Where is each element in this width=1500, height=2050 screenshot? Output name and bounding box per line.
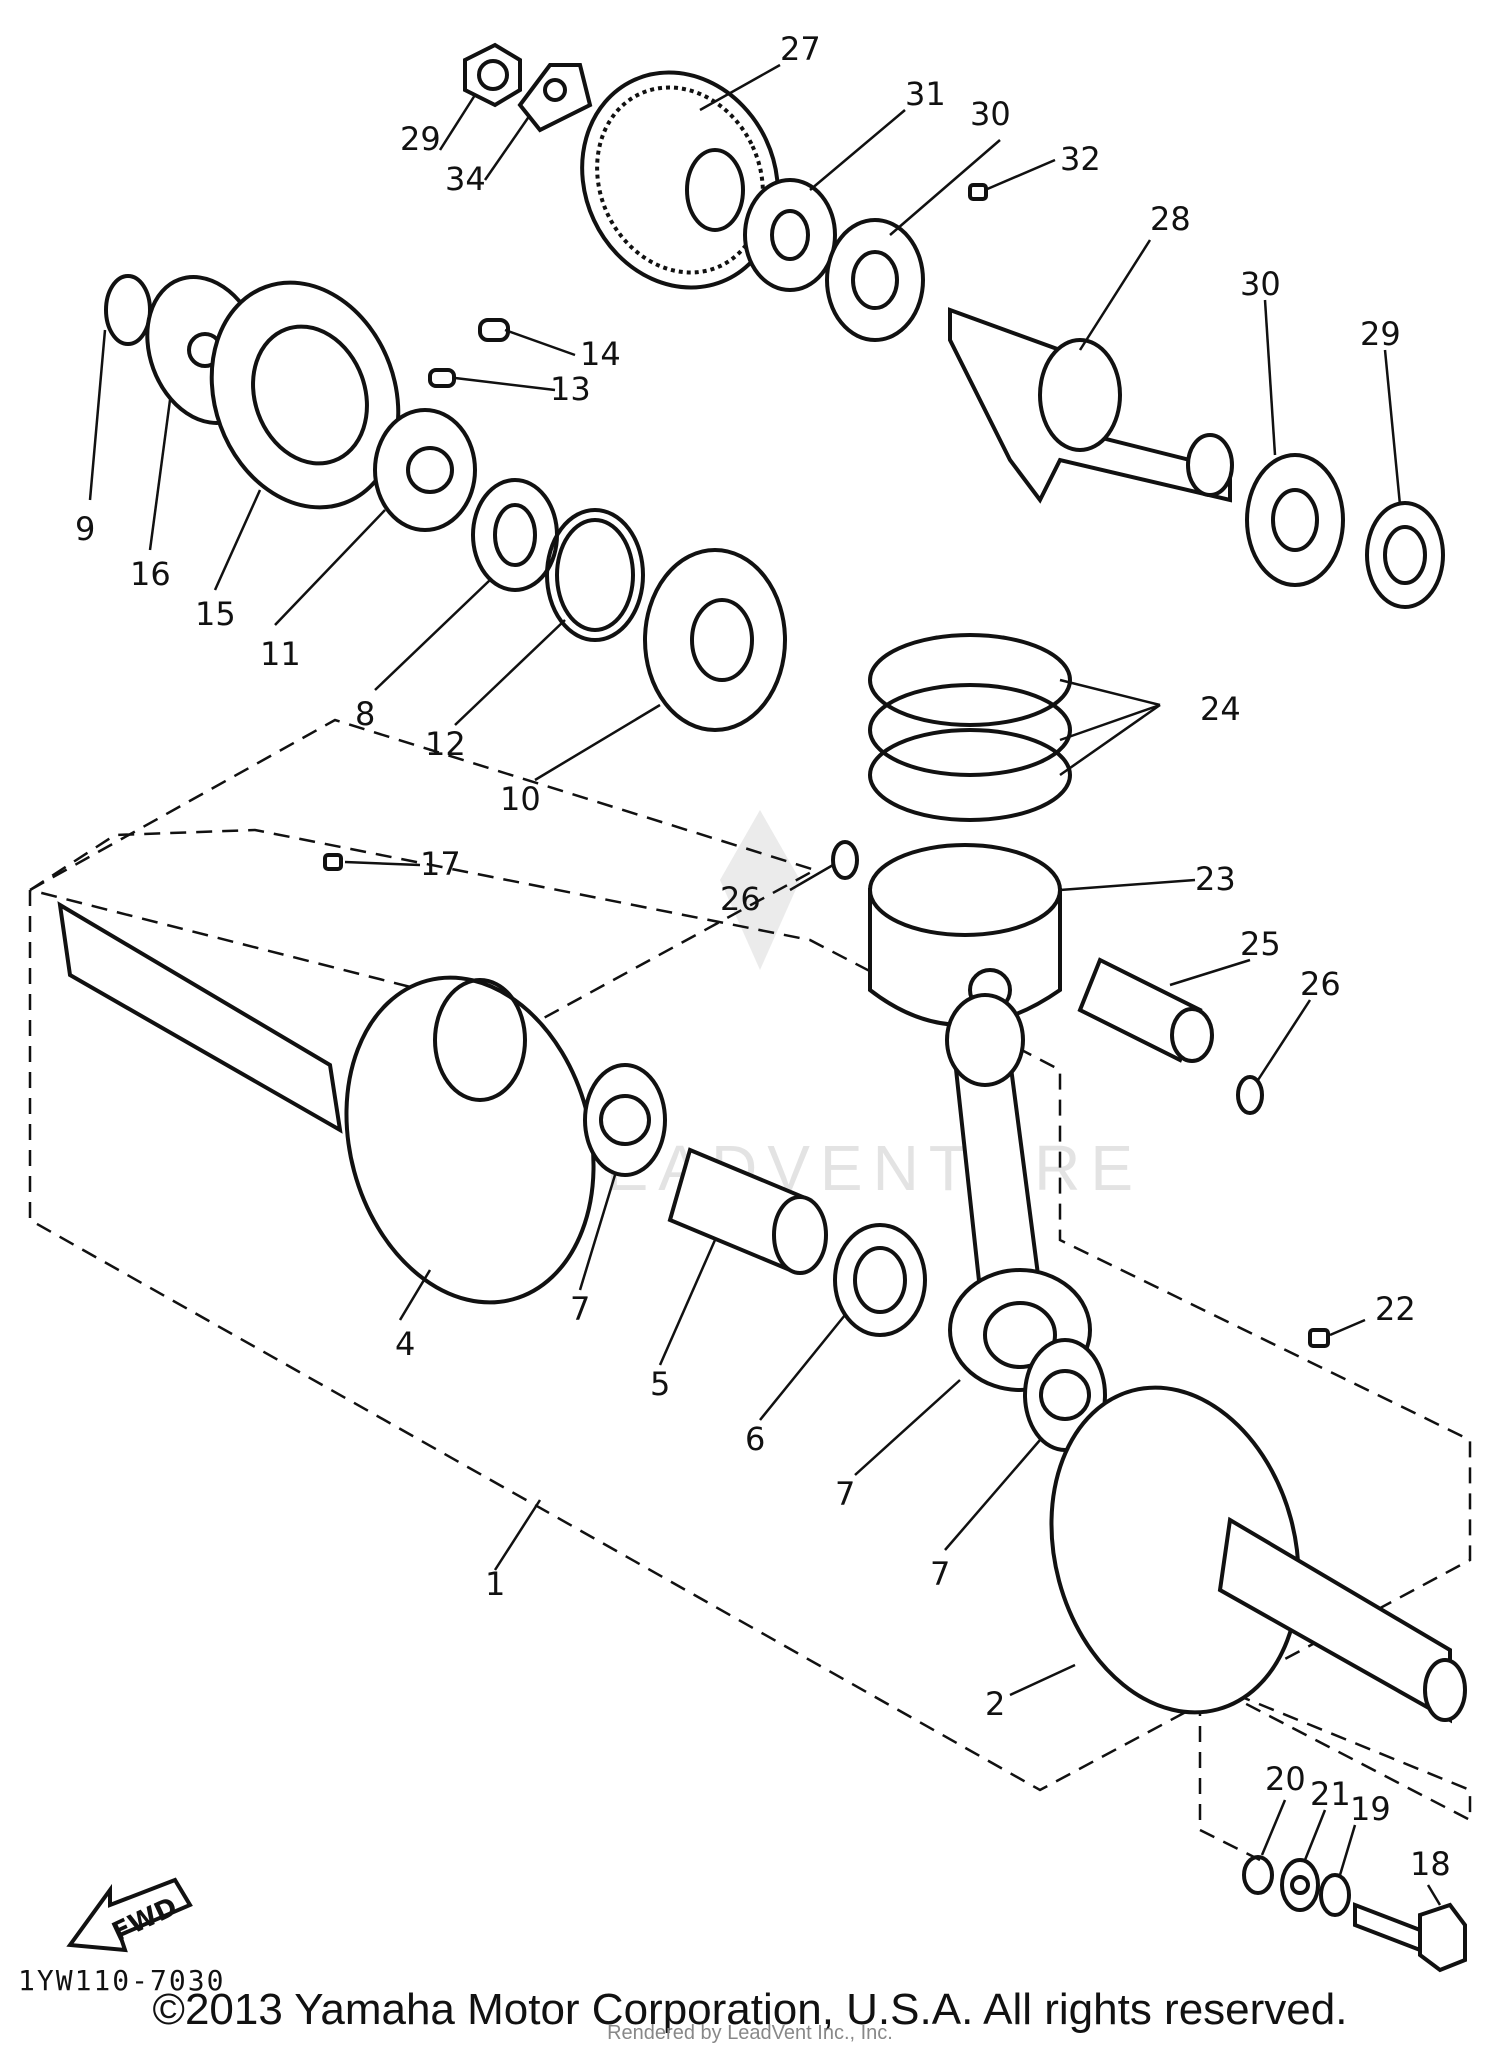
leader-lines <box>88 63 1442 1906</box>
part-21-washer <box>1280 1858 1320 1912</box>
callout-32: 32 <box>1060 140 1101 178</box>
part-27-gear <box>580 70 780 290</box>
part-22-key <box>1308 1328 1330 1348</box>
part-34-lock-washer <box>517 63 593 133</box>
part-11-one-way-clutch <box>373 408 477 532</box>
assembly-outline <box>28 718 1472 1862</box>
callout-27: 27 <box>780 30 821 68</box>
callout-18: 18 <box>1410 1845 1451 1883</box>
part-18-bolt <box>1353 1902 1467 1973</box>
part-10-main-bearing <box>643 548 787 732</box>
callouts: 29 34 27 31 30 32 28 30 29 9 16 15 11 13… <box>75 30 1451 1883</box>
fwd-arrow: FWD <box>66 1877 193 1953</box>
callout-17: 17 <box>420 845 461 883</box>
part-24-piston-rings <box>868 633 1072 822</box>
callout-10: 10 <box>500 780 541 818</box>
part-15-gear <box>209 280 401 510</box>
part-20-o-ring <box>1242 1855 1274 1895</box>
callout-11: 11 <box>260 635 301 673</box>
part-7-washer-left <box>583 1063 667 1177</box>
callout-21: 21 <box>1310 1775 1351 1813</box>
callout-30a: 30 <box>970 95 1011 133</box>
callout-26b: 26 <box>1300 965 1341 1003</box>
part-17-key <box>323 853 343 871</box>
callout-25: 25 <box>1240 925 1281 963</box>
part-12-washer <box>545 508 645 642</box>
part-33-nut <box>463 42 522 108</box>
callout-22: 22 <box>1375 1290 1416 1328</box>
callout-19: 19 <box>1350 1790 1391 1828</box>
callout-13: 13 <box>550 370 591 408</box>
part-29-oil-seal <box>1365 501 1445 609</box>
part-9-circlip <box>104 274 152 346</box>
part-14-plunger <box>478 318 510 342</box>
callout-14: 14 <box>580 335 621 373</box>
callout-9: 9 <box>75 510 95 548</box>
part-19-lock-washer <box>1319 1873 1351 1917</box>
callout-28: 28 <box>1150 200 1191 238</box>
part-30-bearing-right <box>1245 453 1345 587</box>
part-26-circlip-lower <box>1236 1075 1264 1115</box>
callout-7b: 7 <box>930 1555 950 1593</box>
part-23-piston <box>868 843 1062 1027</box>
callout-15: 15 <box>195 595 236 633</box>
callout-6: 7 <box>835 1475 855 1513</box>
part-13-spring <box>428 368 456 388</box>
part-3-crank-web-left <box>57 901 596 1305</box>
callout-2: 2 <box>985 1685 1005 1723</box>
part-2-crank-web-right <box>1049 1385 1467 1724</box>
callout-31: 31 <box>905 75 946 113</box>
callout-8: 8 <box>355 695 375 733</box>
callout-24: 24 <box>1200 690 1241 728</box>
callout-26a: 26 <box>720 880 761 918</box>
callout-1: 1 <box>485 1565 505 1603</box>
diagram-code: 1YW110-7030 <box>18 1964 225 1997</box>
copyright-notice: ©2013 Yamaha Motor Corporation, U.S.A. A… <box>152 1985 1348 2034</box>
part-28-balancer-shaft <box>948 307 1234 504</box>
callout-20: 20 <box>1265 1760 1306 1798</box>
rendered-by-note: Rendered by LeadVent Inc., Inc. <box>607 2022 893 2044</box>
part-25-piston-pin <box>1077 957 1214 1063</box>
callout-34: 34 <box>445 160 486 198</box>
callout-5: 6 <box>745 1420 765 1458</box>
callout-29: 29 <box>1360 315 1401 353</box>
part-26-circlip-upper <box>831 840 859 880</box>
callout-33: 29 <box>400 120 441 158</box>
callout-16: 16 <box>130 555 171 593</box>
callout-23: 23 <box>1195 860 1236 898</box>
part-4-crank-pin <box>667 1147 828 1275</box>
part-30-bearing-left <box>825 218 925 342</box>
callout-4: 5 <box>650 1365 670 1403</box>
part-32-key <box>968 183 988 201</box>
callout-30b: 30 <box>1240 265 1281 303</box>
callout-7a: 7 <box>570 1290 590 1328</box>
part-8-oil-seal <box>471 478 559 592</box>
part-5-needle-bearing <box>833 1223 927 1337</box>
part-31-bearing <box>743 178 837 292</box>
callout-12: 12 <box>425 725 466 763</box>
callout-3: 4 <box>395 1325 415 1363</box>
